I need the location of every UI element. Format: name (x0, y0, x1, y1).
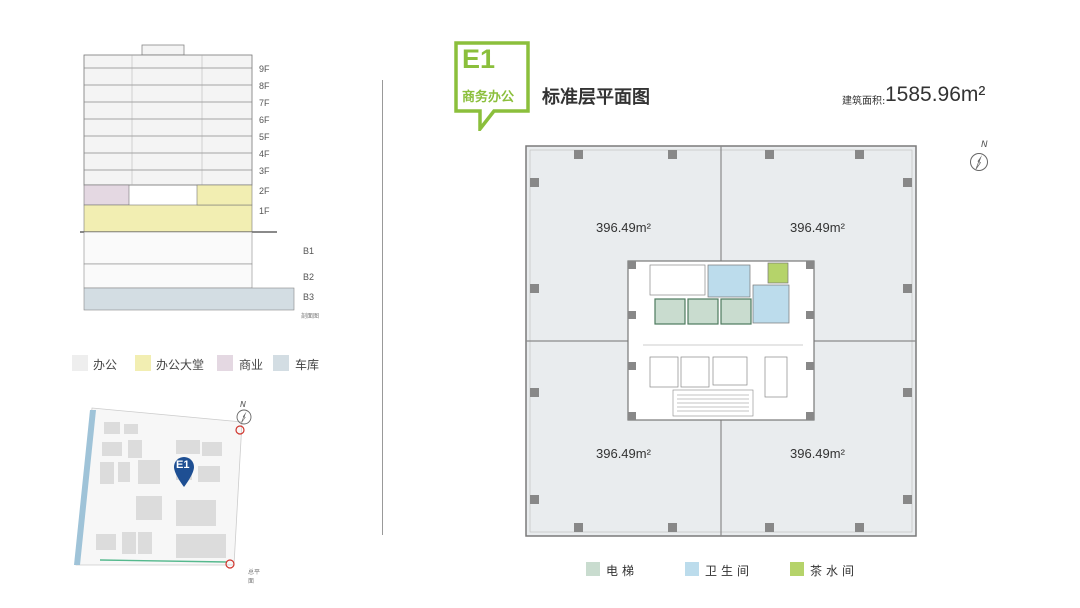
floor-label-8f: 8F (259, 81, 270, 91)
floor-plan-drawing (525, 145, 917, 537)
area-sw: 396.49m² (596, 446, 651, 461)
area-nw: 396.49m² (596, 220, 651, 235)
area-ne: 396.49m² (790, 220, 845, 235)
area-value: 1585.96m² (885, 83, 986, 106)
section-drawing (80, 44, 295, 311)
site-north-label: N (240, 400, 246, 409)
legend-swatch-pantry (790, 562, 804, 576)
badge-label: 商务办公 (462, 90, 515, 105)
site-plan: E1 总平面 (72, 400, 262, 585)
floor-label-b2: B2 (303, 272, 315, 282)
legend-swatch-lobby (135, 355, 151, 371)
floor-label-4f: 4F (259, 149, 270, 159)
building-section (72, 40, 342, 325)
section-caption: 剖面图 (301, 313, 320, 320)
floor-label-b1: B1 (303, 246, 315, 256)
area-se: 396.49m² (790, 446, 845, 461)
badge-frame (454, 41, 530, 135)
site-marker-pin (172, 456, 196, 488)
floor-label-6f: 6F (259, 115, 270, 125)
site-north-arrow-icon: N (236, 400, 252, 426)
e1-badge: E1 商务办公 (454, 41, 530, 135)
legend-swatch-elevator (586, 562, 600, 576)
legend-label-elevator: 电梯 (606, 564, 639, 578)
legend-label-parking: 车库 (295, 358, 320, 372)
legend-label-pantry: 茶水间 (810, 564, 859, 578)
legend-swatch-restroom (685, 562, 699, 576)
area-label: 建筑面积: (842, 96, 886, 107)
floor-label-1f: 1F (259, 206, 270, 216)
legend-swatch-parking (273, 355, 289, 371)
floor-label-2f: 2F (259, 186, 270, 196)
floor-label-9f: 9F (259, 64, 270, 74)
floor-label-b3: B3 (303, 292, 315, 302)
legend-label-restroom: 卫生间 (705, 564, 754, 578)
site-marker-label: E1 (176, 459, 190, 471)
floor-plan (525, 145, 917, 537)
legend-swatch-commercial (217, 355, 233, 371)
floor-label-3f: 3F (259, 166, 270, 176)
badge-code: E1 (462, 44, 496, 74)
legend-label-commercial: 商业 (239, 358, 264, 372)
plan-title: 标准层平面图 (542, 87, 650, 108)
legend-label-lobby: 办公大堂 (156, 358, 205, 372)
legend-label-office: 办公 (93, 358, 118, 372)
plan-north-label: N (981, 140, 988, 150)
plan-north-arrow-icon: N (969, 140, 991, 174)
vertical-divider (382, 80, 383, 535)
site-plan-caption: 总平面 (248, 569, 261, 585)
site-plan-drawing (74, 407, 245, 569)
floor-label-5f: 5F (259, 132, 270, 142)
legend-swatch-office (72, 355, 88, 371)
floor-label-7f: 7F (259, 98, 270, 108)
